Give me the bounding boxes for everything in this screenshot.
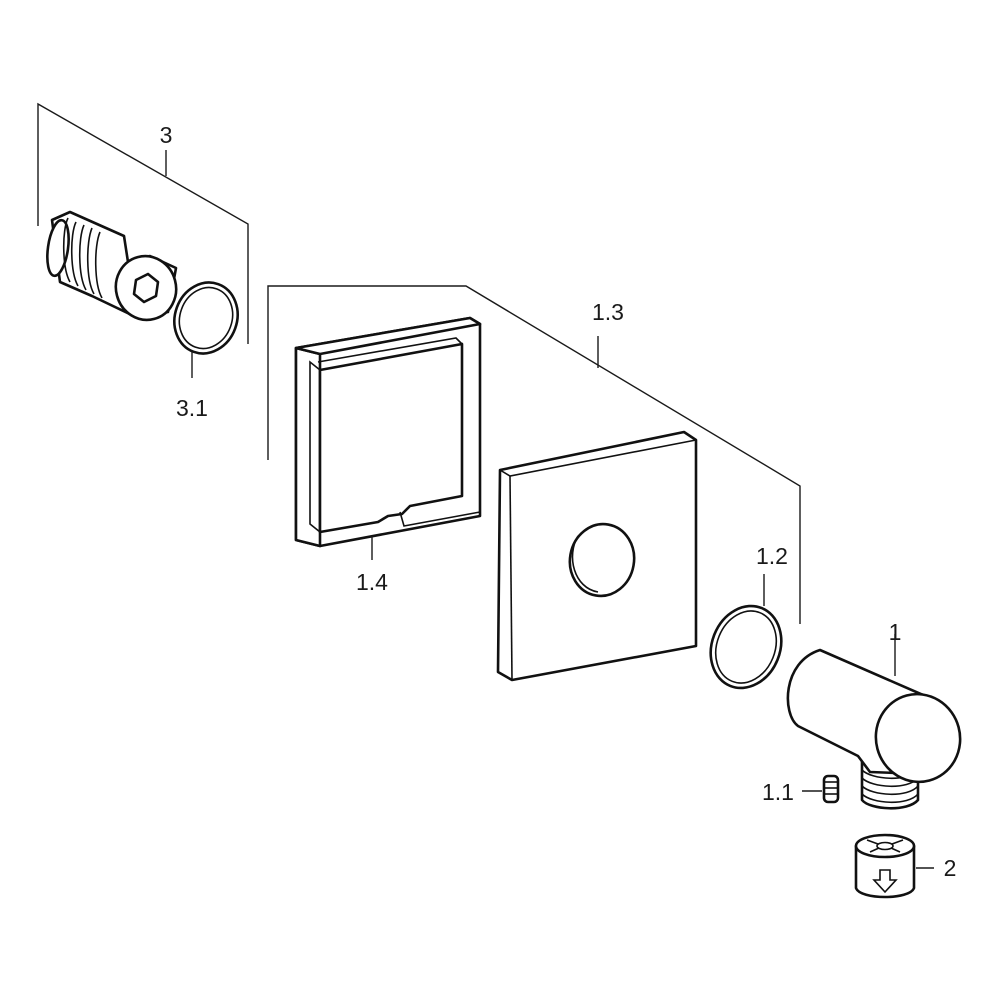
bracket-part-3 (37, 102, 249, 344)
wall-elbow-part-1 (786, 634, 962, 810)
label-part-1-2: 1.2 (756, 543, 788, 569)
label-part-2: 2 (944, 855, 957, 881)
label-part-3: 3 (160, 122, 173, 148)
label-part-1-3: 1.3 (592, 299, 624, 325)
square-frame-part-1-4 (294, 316, 482, 560)
label-part-1: 1 (889, 619, 902, 645)
valve-insert-part-3 (46, 210, 178, 322)
o-ring-part-3-1 (173, 281, 239, 378)
flow-restrictor-part-2 (854, 833, 934, 899)
label-part-3-1: 3.1 (176, 395, 208, 421)
o-ring-part-1-2 (709, 574, 783, 690)
label-part-1-1: 1.1 (762, 779, 794, 805)
label-part-1-4: 1.4 (356, 569, 388, 595)
cover-plate-part-1-3 (496, 430, 698, 682)
grub-screw-part-1-1 (802, 774, 840, 804)
bracket-part-1-3 (267, 285, 801, 624)
